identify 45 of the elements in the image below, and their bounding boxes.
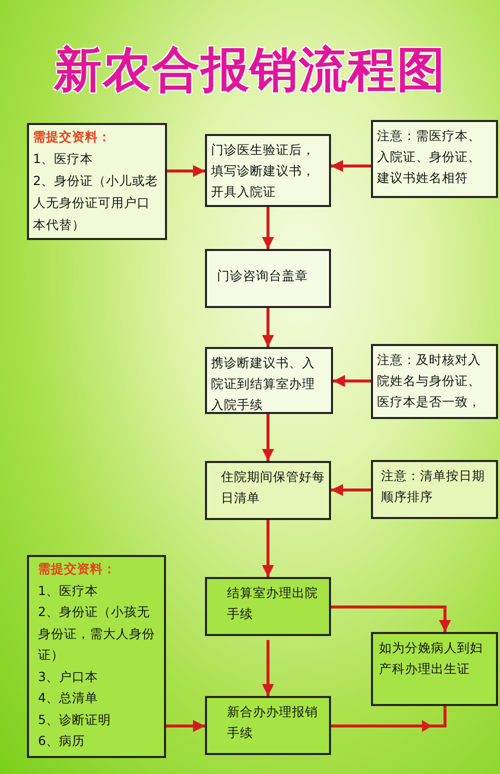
note-text: 注意：清单按日期顺序排序 [381,467,486,506]
note-box [371,460,498,519]
note-text: 如为分娩病人到妇产科办理出生证 [379,639,484,678]
list-item: 3、户口本 [38,668,99,686]
note-text: 注意：需医疗本、入院证、身份证、建议书姓名相符 [377,127,482,187]
arrow [331,706,446,732]
arrow [262,520,274,577]
list-item: 1、医疗本 [38,582,99,600]
box-text: 新合办办理报销手续 [227,703,319,742]
list-item: 2、身份证（小儿或老人无身份证可用户口本代替） [33,172,159,234]
arrow [333,375,371,387]
box-text: 住院期间保管好每日清单 [221,468,325,507]
process-box [205,249,331,308]
arrow [262,640,274,696]
list-item: 5、诊断证明 [38,710,112,728]
process-box [205,134,331,207]
box-text: 结算室办理出院手续 [227,584,319,623]
list-heading: 需提交资料： [33,128,112,146]
note-box [371,632,498,706]
arrow [166,720,205,732]
note-box [371,344,498,419]
arrow [262,308,274,347]
title: 新农合报销流程图 [52,41,447,100]
list-item: 1、医疗本 [33,150,94,168]
box-text: 门诊医生验证后，填写诊断建议书，开具入院证 [211,141,316,201]
process-box [205,696,331,755]
list-item: 2、身份证（小孩无身份证，需大人身份证） [38,603,156,664]
arrow [331,484,371,496]
arrow [262,207,274,249]
process-box [205,347,333,414]
arrow [262,414,274,461]
list-item: 4、总清单 [38,689,99,707]
process-box [205,577,331,636]
list-heading: 需提交资料： [38,560,117,578]
arrow [167,165,205,177]
materials-box [27,555,166,758]
list-item: 6、病历 [38,732,86,750]
note-text: 注意：及时核对入院姓名与身份证、医疗本是否一致， [377,351,482,411]
arrow [331,160,371,172]
note-box [371,120,498,198]
box-text: 携诊断建议书、入院证到结算室办理入院手续 [211,354,316,412]
process-box [205,461,331,520]
arrow [331,606,451,632]
box-text: 门诊咨询台盖章 [217,267,309,285]
materials-box [27,123,167,240]
